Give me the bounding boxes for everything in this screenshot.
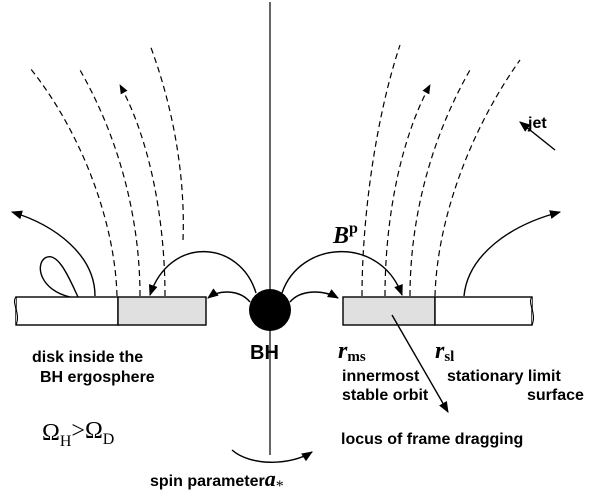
r-sl-label: rsl — [435, 338, 454, 365]
innermost-label-line1: innermost — [342, 368, 420, 385]
open-field-left-4 — [149, 44, 184, 241]
small-loop-left — [39, 255, 79, 298]
omega-relation: ΩH>ΩD — [42, 418, 114, 450]
r-ms-label: rms — [338, 338, 366, 365]
outer-field-line-right — [463, 210, 562, 297]
outer-field-line-left — [10, 210, 96, 297]
field-loop-left — [148, 250, 257, 297]
stationary-label-line1: stationary limit — [447, 368, 561, 385]
bh-label: BH — [250, 342, 279, 364]
stationary-label-line2: surface — [527, 387, 584, 404]
open-field-right-4 — [361, 44, 401, 297]
locus-arrow — [391, 314, 449, 413]
spin-arrow — [231, 449, 313, 463]
open-field-left-2 — [79, 69, 141, 297]
disk-right-outer — [434, 296, 533, 326]
disk-right-inner — [342, 296, 436, 326]
disk-left-outer — [15, 296, 119, 326]
disk-left-ergosphere — [117, 296, 207, 326]
spin-label: spin parametera* — [150, 466, 284, 493]
black-hole — [249, 289, 291, 331]
jet-arrow — [519, 121, 556, 151]
bh-to-right-disk-arrow — [289, 289, 339, 303]
open-field-right-1 — [434, 59, 521, 297]
jet-label: jet — [527, 115, 547, 132]
disk-left — [13, 296, 207, 326]
open-field-left-1 — [29, 67, 118, 297]
open-field-right-3 — [384, 84, 431, 297]
locus-label: locus of frame dragging — [341, 431, 523, 448]
innermost-label-line2: stable orbit — [342, 387, 429, 404]
open-field-left-3 — [119, 84, 166, 297]
field-loop-right — [281, 251, 403, 297]
open-field-right-2 — [409, 69, 471, 297]
disk-inside-label-line1: disk inside the — [32, 349, 143, 366]
bh-to-left-disk-arrow — [207, 288, 251, 303]
disk-right — [342, 296, 535, 326]
disk-inside-label-line2: BH ergosphere — [40, 369, 155, 386]
bp-label: Bp — [332, 220, 358, 249]
